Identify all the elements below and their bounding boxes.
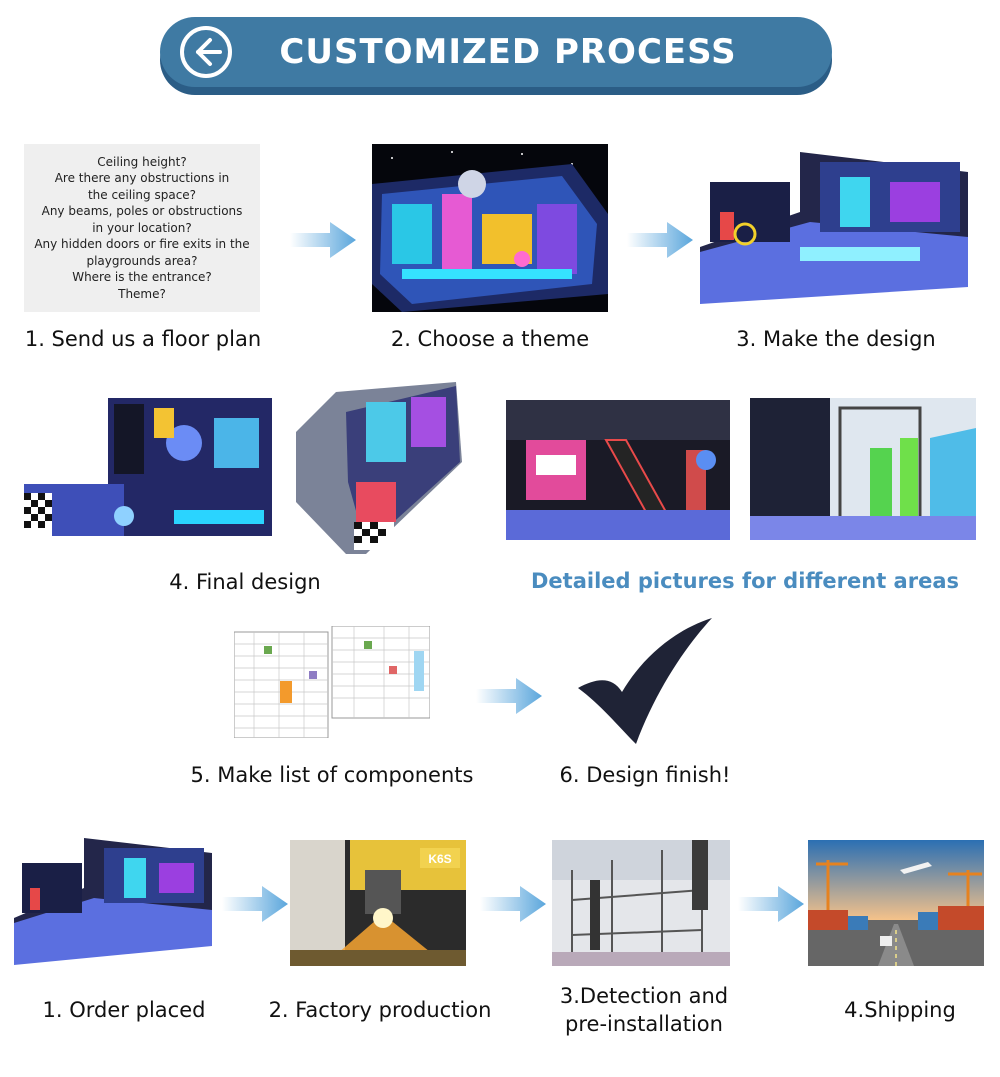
arrow-right-icon — [476, 678, 542, 714]
question-line: playgrounds area? — [86, 253, 198, 268]
floor-plan-questions: Ceiling height? Are there any obstructio… — [24, 144, 260, 312]
question-line: the ceiling space? — [87, 187, 197, 202]
arrow-right-icon — [290, 222, 356, 258]
question-line: Any beams, poles or obstructions — [41, 204, 243, 219]
step-caption: 6. Design finish! — [559, 763, 731, 787]
final-design-plan-image — [24, 398, 272, 536]
step-caption: 4.Shipping — [844, 998, 956, 1022]
detail-area-image — [506, 400, 730, 540]
pre-installation-image — [552, 840, 730, 966]
question-line: Are there any obstructions in — [54, 171, 230, 186]
machine-label: K6S — [428, 852, 451, 866]
step-caption: 2. Factory production — [268, 998, 492, 1022]
question-line: Ceiling height? — [97, 154, 187, 169]
header-banner — [160, 17, 832, 87]
arrow-right-icon — [480, 886, 546, 922]
question-line: Theme? — [118, 286, 166, 301]
step-caption: 1. Send us a floor plan — [24, 327, 262, 351]
question-line: in your location? — [92, 220, 192, 235]
checkmark-icon — [578, 618, 712, 746]
step-caption: 2. Choose a theme — [390, 327, 590, 351]
step-caption: 1. Order placed — [42, 998, 206, 1022]
step-caption: 3.Detection and — [559, 984, 729, 1008]
arrow-right-icon — [222, 886, 288, 922]
question-line: Where is the entrance? — [72, 270, 212, 285]
factory-production-image: K6S — [290, 840, 466, 966]
back-arrow-icon[interactable] — [178, 24, 234, 80]
question-line: Any hidden doors or fire exits in the — [34, 237, 250, 252]
order-placed-image — [14, 838, 214, 968]
shipping-image — [808, 840, 984, 966]
design-render-image — [700, 152, 972, 314]
arrow-right-icon — [738, 886, 804, 922]
final-design-3d-image — [296, 372, 462, 554]
theme-render-image — [372, 144, 608, 312]
page-title: CUSTOMIZED PROCESS — [279, 32, 737, 72]
step-caption: pre-installation — [565, 1012, 723, 1036]
step-caption: 4. Final design — [169, 570, 321, 594]
arrow-right-icon — [627, 222, 693, 258]
detail-caption: Detailed pictures for different areas — [531, 569, 959, 593]
step-caption: 3. Make the design — [736, 327, 936, 351]
step-caption: 5. Make list of components — [190, 763, 474, 787]
component-list-image — [234, 626, 430, 738]
detail-area-image — [750, 398, 976, 540]
